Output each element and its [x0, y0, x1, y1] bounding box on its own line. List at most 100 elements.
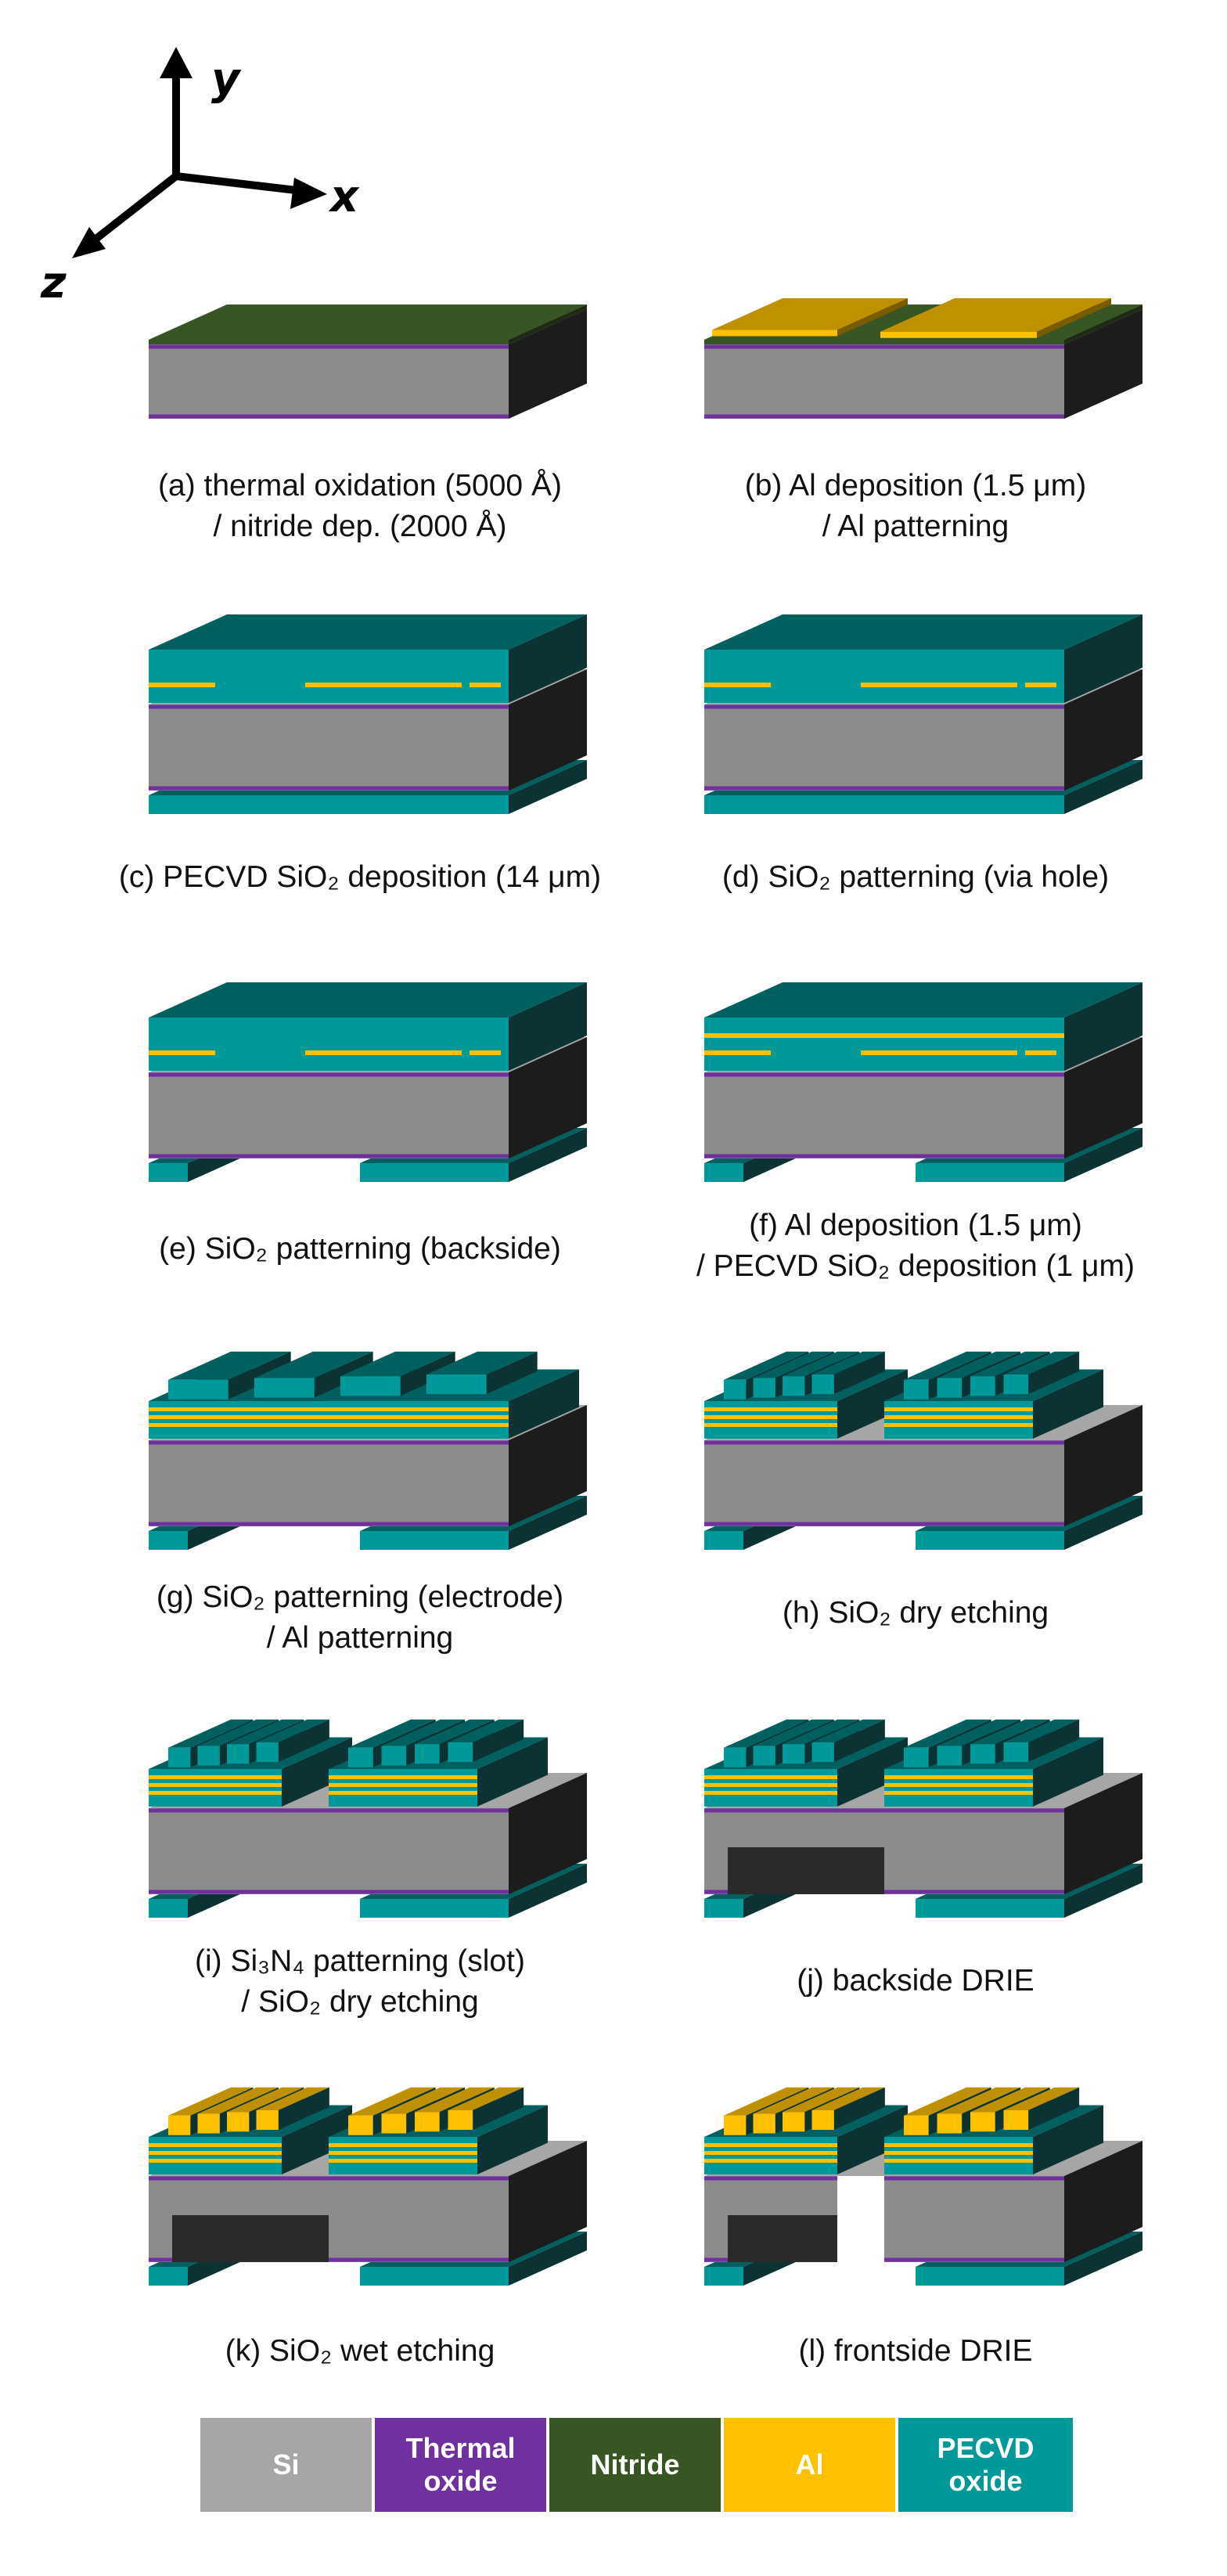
al-trace	[329, 2151, 477, 2155]
step-caption: (f) Al deposition (1.5 μm) / PECVD SiO₂ …	[642, 1205, 1189, 1287]
al-trace	[305, 683, 462, 687]
caption-line-1: (c) PECVD SiO₂ deposition (14 μm)	[119, 860, 601, 894]
electrode-finger-front	[340, 1376, 401, 1396]
legend-nitride: Nitride	[549, 2418, 724, 2512]
silicon-front	[704, 1440, 1064, 1526]
step-panel-a: (a) thermal oxidation (5000 Å) / nitride…	[86, 250, 634, 618]
back-pecvd-left-front	[704, 1899, 743, 1918]
electrode-finger-front	[754, 1746, 775, 1766]
chip-diagram	[642, 250, 1189, 485]
chip-diagram	[642, 955, 1189, 1213]
al-trace	[149, 1775, 282, 1779]
electrode-block-front	[884, 2137, 1033, 2174]
chip-diagram	[86, 2059, 634, 2317]
electrode-finger-front	[198, 2114, 220, 2134]
chip-diagram	[86, 1691, 634, 1949]
step-panel-c: (c) PECVD SiO₂ deposition (14 μm)	[86, 587, 634, 955]
caption-line-1: (d) SiO₂ patterning (via hole)	[722, 860, 1109, 894]
chip-group	[704, 1352, 1142, 1550]
electrode-finger-front	[937, 1746, 963, 1766]
electrode-block-front	[149, 2137, 282, 2174]
step-caption: (g) SiO₂ patterning (electrode) / Al pat…	[86, 1577, 634, 1659]
chip-diagram	[642, 1691, 1189, 1949]
legend-al: Al	[724, 2418, 898, 2512]
caption-line-2: / PECVD SiO₂ deposition (1 μm)	[642, 1246, 1189, 1287]
silicon-front	[704, 344, 1064, 419]
electrode-finger-front	[970, 2112, 995, 2131]
legend-label: Thermal oxide	[405, 2432, 515, 2498]
caption-line-1: (h) SiO₂ dry etching	[783, 1596, 1049, 1630]
electrode-block-front	[704, 1401, 837, 1439]
pecvd-stack-front	[704, 1018, 1064, 1071]
al-trace	[704, 1783, 837, 1787]
back-pecvd-right-front	[360, 2267, 509, 2286]
electrode-block-front	[884, 1401, 1033, 1439]
caption-line-1: (e) SiO₂ patterning (backside)	[159, 1232, 561, 1266]
al-trace	[1025, 1050, 1056, 1055]
al-trace	[861, 683, 1017, 687]
electrode-finger-front	[426, 1374, 487, 1394]
electrode-finger-front	[448, 2110, 473, 2130]
chip-diagram	[86, 250, 634, 485]
electrode-finger-front	[937, 1378, 963, 1398]
step-panel-e: (e) SiO₂ patterning (backside)	[86, 955, 634, 1323]
chip-group	[704, 1720, 1142, 1918]
step-panel-l: (l) frontside DRIE	[642, 2059, 1189, 2426]
chip-group	[149, 982, 587, 1182]
electrode-block-front	[704, 1769, 837, 1807]
electrode-finger-front	[970, 1744, 995, 1764]
caption-line-2: / Al patterning	[642, 506, 1189, 547]
al-trace	[149, 1050, 215, 1055]
silicon-front	[704, 1072, 1064, 1158]
axis-label-z: z	[40, 258, 67, 305]
al-trace	[704, 2159, 837, 2163]
al-trace	[884, 1791, 1033, 1795]
step-caption: (d) SiO₂ patterning (via hole)	[642, 857, 1189, 898]
electrode-finger-front	[415, 1744, 440, 1764]
al-pad-right-front	[880, 332, 1037, 338]
electrode-finger-front	[812, 2110, 834, 2130]
electrode-finger-front	[448, 1742, 473, 1762]
al-trace	[470, 1050, 501, 1055]
silicon-front	[704, 704, 1064, 791]
electrode-finger-front	[937, 2114, 963, 2134]
material-legend: Si Thermal oxide Nitride Al PECVD oxide	[200, 2418, 1073, 2512]
frontside-trench	[837, 2176, 884, 2262]
electrode-finger-front	[724, 2116, 746, 2135]
al-trace	[884, 2151, 1033, 2155]
legend-thermal-oxide: Thermal oxide	[375, 2418, 549, 2512]
step-caption: (e) SiO₂ patterning (backside)	[86, 1229, 634, 1270]
legend-label: Si	[272, 2448, 299, 2481]
al-trace	[149, 2159, 282, 2163]
electrode-finger-front	[382, 1746, 407, 1766]
pecvd-stack-front	[149, 1018, 509, 1071]
back-pecvd-right-front	[916, 2267, 1064, 2286]
legend-si: Si	[200, 2418, 375, 2512]
electrode-finger-front	[783, 2112, 804, 2131]
electrode-finger-front	[348, 1748, 373, 1767]
electrode-finger-front	[257, 2110, 279, 2130]
al-trace	[884, 1775, 1033, 1779]
al-trace	[329, 1775, 477, 1779]
electrode-finger-front	[904, 2116, 929, 2135]
backside-cavity	[172, 2215, 329, 2262]
al-trace	[704, 2143, 837, 2147]
electrode-finger-front	[724, 1380, 746, 1400]
back-pecvd-left-front	[704, 2267, 743, 2286]
back-pecvd-right-front	[916, 1531, 1064, 1550]
al-trace	[884, 1783, 1033, 1787]
step-caption: (a) thermal oxidation (5000 Å) / nitride…	[86, 466, 634, 547]
al-trace	[149, 1791, 282, 1795]
al-pad-left-front	[712, 330, 837, 337]
back-pecvd-left-front	[149, 2267, 188, 2286]
electrode-finger-front	[812, 1374, 834, 1394]
back-pecvd-left-front	[704, 1163, 743, 1182]
electrode-finger-front	[348, 2116, 373, 2135]
caption-line-2: / Al patterning	[86, 1618, 634, 1659]
electrode-block-front	[149, 1401, 509, 1439]
back-pecvd-front	[704, 795, 1064, 814]
chip-diagram	[642, 1323, 1189, 1581]
electrode-finger-front	[754, 2114, 775, 2134]
step-panel-j: (j) backside DRIE	[642, 1691, 1189, 2059]
electrode-finger-front	[1004, 1374, 1029, 1394]
